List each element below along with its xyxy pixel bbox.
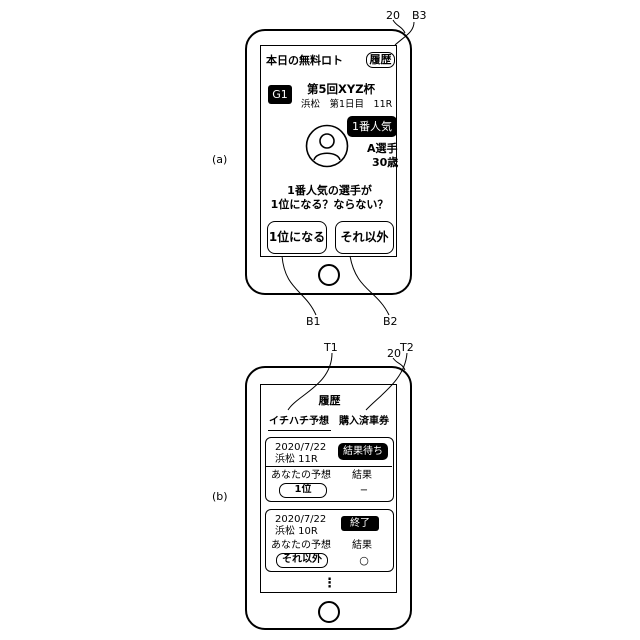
question-line-1: 1番人気の選手が [261, 184, 398, 197]
panel-label-b: (b) [212, 490, 228, 503]
smartphone-b: 履歴 イチハチ予想 購入済車券 2020/7/22 浜松 11R 結果待ち あな… [245, 366, 412, 630]
card-race: 浜松 10R [275, 525, 318, 538]
history-card[interactable]: 2020/7/22 浜松 11R 結果待ち あなたの予想 結果 1位 − [265, 437, 394, 502]
home-button-b[interactable] [318, 601, 340, 623]
result-value: − [349, 484, 379, 497]
status-badge: 結果待ち [338, 443, 388, 460]
race-detail: 浜松 第1日目 11R [301, 98, 392, 111]
popularity-badge: 1番人気 [347, 116, 397, 137]
col-result-label: 結果 [352, 539, 372, 552]
panel-label-a: (a) [212, 153, 227, 166]
screen-title: 本日の無料ロト [266, 54, 343, 67]
status-badge: 終了 [341, 516, 379, 531]
device-ref-label-a: 20 [386, 9, 400, 22]
screen-a: 本日の無料ロト 履歴 G1 第5回XYZ杯 浜松 第1日目 11R 1番人気 A… [260, 45, 397, 257]
history-button-ref-label: B3 [412, 9, 427, 22]
screen-b: 履歴 イチハチ予想 購入済車券 2020/7/22 浜松 11R 結果待ち あな… [260, 384, 397, 593]
player-age: 30歳 [372, 156, 398, 169]
col-prediction-label: あなたの予想 [271, 469, 331, 482]
card-race: 浜松 11R [275, 453, 318, 466]
race-name: 第5回XYZ杯 [307, 83, 375, 96]
history-title: 履歴 [261, 394, 398, 407]
avatar-icon [305, 124, 349, 168]
history-button[interactable]: 履歴 [366, 52, 395, 68]
prediction-value: それ以外 [276, 553, 328, 568]
first-button-ref-label: B1 [306, 315, 321, 328]
home-button-a[interactable] [318, 264, 340, 286]
result-value: ○ [349, 554, 379, 567]
smartphone-a: 本日の無料ロト 履歴 G1 第5回XYZ杯 浜松 第1日目 11R 1番人気 A… [245, 29, 412, 295]
predict-first-button[interactable]: 1位になる [267, 221, 327, 254]
history-card[interactable]: 2020/7/22 浜松 10R 終了 あなたの予想 結果 それ以外 ○ [265, 509, 394, 572]
tab2-ref-label: T2 [400, 341, 414, 354]
active-tab-underline [268, 430, 331, 431]
tab1-ref-label: T1 [324, 341, 338, 354]
player-name: A選手 [367, 142, 398, 155]
tab-prediction[interactable]: イチハチ予想 [269, 415, 329, 428]
card-divider [266, 466, 392, 467]
col-result-label: 結果 [352, 469, 372, 482]
prediction-value: 1位 [279, 483, 327, 498]
question-line-2: 1位になる？ならない？ [261, 198, 398, 211]
tab-purchased[interactable]: 購入済車券 [339, 415, 389, 428]
device-ref-label-b: 20 [387, 347, 401, 360]
predict-other-button[interactable]: それ以外 [335, 221, 394, 254]
more-indicator: ⋮ [261, 577, 398, 590]
col-prediction-label: あなたの予想 [271, 539, 331, 552]
grade-badge: G1 [268, 85, 292, 104]
other-button-ref-label: B2 [383, 315, 398, 328]
